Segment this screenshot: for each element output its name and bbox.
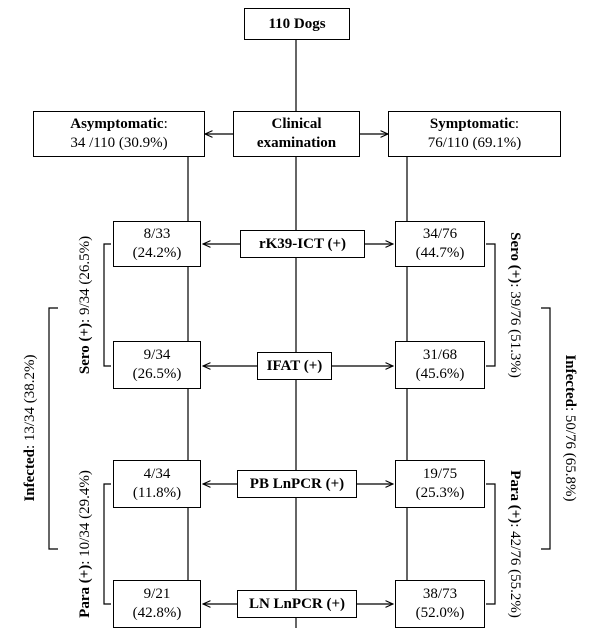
test-box-ln-lnpcr: LN LnPCR (+) [237, 590, 357, 618]
bracket-left-para [103, 483, 111, 605]
root-label: 110 Dogs [268, 15, 326, 32]
bracket-left-sero [103, 243, 111, 367]
result-pct: (26.5%) [132, 366, 182, 382]
asymptomatic-label: Asymptomatic [70, 116, 164, 132]
result-frac: 9/21 [143, 586, 171, 602]
root-box: 110 Dogs [244, 8, 350, 40]
left-infected-label: Infected: 13/34 (38.2%) [22, 354, 38, 502]
bracket-right-para [486, 483, 496, 605]
result-pct: (45.6%) [415, 366, 465, 382]
result-left-ln-lnpcr: 9/21 (42.8%) [113, 580, 201, 628]
result-frac: 4/34 [143, 466, 171, 482]
result-pct: (25.3%) [415, 485, 465, 501]
result-right-ifat: 31/68 (45.6%) [395, 341, 485, 389]
symptomatic-box: Symptomatic: 76/110 (69.1%) [388, 111, 561, 157]
result-frac: 8/33 [143, 226, 171, 242]
result-frac: 9/34 [143, 347, 171, 363]
symptomatic-value: 76/110 (69.1%) [427, 135, 522, 151]
symptomatic-label: Symptomatic [429, 116, 515, 132]
clinical-line1: Clinical [271, 116, 322, 132]
asymptomatic-value: 34 /110 (30.9%) [70, 135, 168, 151]
result-pct: (11.8%) [132, 485, 182, 501]
left-sero-label: Sero (+): 9/34 (26.5%) [77, 235, 93, 375]
right-para-label: Para (+): 42/76 (55.2%) [507, 470, 523, 618]
test-box-ifat: IFAT (+) [257, 352, 332, 380]
result-left-rk39: 8/33 (24.2%) [113, 221, 201, 267]
result-left-pb-lnpcr: 4/34 (11.8%) [113, 460, 201, 508]
result-frac: 31/68 [422, 347, 458, 363]
right-infected-label: Infected: 50/76 (65.8%) [562, 354, 578, 502]
result-left-ifat: 9/34 (26.5%) [113, 341, 201, 389]
result-pct: (24.2%) [132, 245, 182, 261]
bracket-left-infected [48, 307, 58, 550]
test-box-rk39: rK39-ICT (+) [240, 230, 365, 258]
test-name: PB LnPCR (+) [249, 475, 345, 492]
asymptomatic-box: Asymptomatic: 34 /110 (30.9%) [33, 111, 205, 157]
right-sero-label: Sero (+): 39/76 (51.3%) [507, 232, 523, 378]
test-box-pb-lnpcr: PB LnPCR (+) [237, 470, 357, 498]
result-pct: (52.0%) [415, 605, 465, 621]
result-right-pb-lnpcr: 19/75 (25.3%) [395, 460, 485, 508]
result-pct: (44.7%) [415, 245, 465, 261]
result-frac: 38/73 [422, 586, 458, 602]
test-name: rK39-ICT (+) [258, 235, 346, 252]
test-name: IFAT (+) [266, 357, 323, 374]
bracket-right-sero [486, 243, 496, 367]
test-name: LN LnPCR (+) [248, 595, 346, 612]
clinical-line2: examination [256, 135, 337, 151]
result-frac: 34/76 [422, 226, 458, 242]
result-frac: 19/75 [422, 466, 458, 482]
left-para-label: Para (+): 10/34 (29.4%) [77, 470, 93, 618]
clinical-exam-box: Clinical examination [233, 111, 360, 157]
result-right-rk39: 34/76 (44.7%) [395, 221, 485, 267]
bracket-right-infected [541, 307, 551, 550]
result-right-ln-lnpcr: 38/73 (52.0%) [395, 580, 485, 628]
result-pct: (42.8%) [132, 605, 182, 621]
